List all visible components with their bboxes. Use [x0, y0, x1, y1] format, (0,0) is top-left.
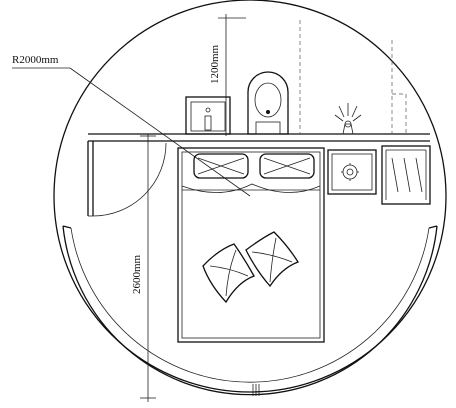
partition-wall [88, 133, 430, 142]
bed-pillow-right [259, 153, 315, 179]
bathroom-depth-label: 1200mm [209, 44, 221, 84]
bed-pillow-left [193, 153, 249, 179]
toilet [247, 71, 289, 135]
bathroom-partitions [299, 20, 407, 134]
wash-basin [185, 96, 231, 135]
shell-joint-marks [252, 384, 260, 396]
kitchen-counter [327, 149, 377, 195]
cushion-left [202, 243, 255, 304]
bed [177, 147, 325, 343]
outer-shell [53, 0, 447, 396]
bedroom-depth-label: 2600mm [131, 254, 143, 294]
radius-label: R2000mm [12, 54, 59, 66]
wardrobe [381, 145, 431, 205]
entry-door [87, 141, 167, 217]
dimension-lines [12, 14, 251, 402]
shower-head [334, 103, 362, 135]
cushion-right [245, 231, 299, 288]
